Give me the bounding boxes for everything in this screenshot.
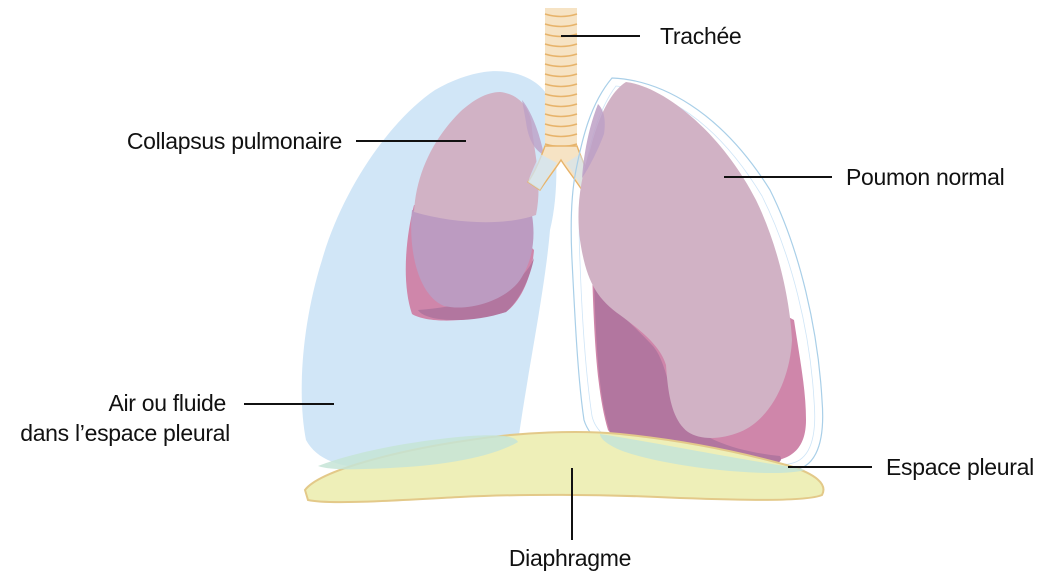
- pleural-space-label: Espace pleural: [886, 454, 1034, 480]
- trachea-label: Trachée: [660, 23, 741, 49]
- air-fluid-label-line2: dans l’espace pleural: [20, 420, 230, 446]
- normal-lung-label: Poumon normal: [846, 164, 1004, 190]
- collapsed-lung-label: Collapsus pulmonaire: [127, 128, 342, 154]
- diaphragm-label: Diaphragme: [509, 545, 631, 571]
- normal-lung: [578, 82, 806, 466]
- air-fluid-label-line1: Air ou fluide: [108, 390, 226, 416]
